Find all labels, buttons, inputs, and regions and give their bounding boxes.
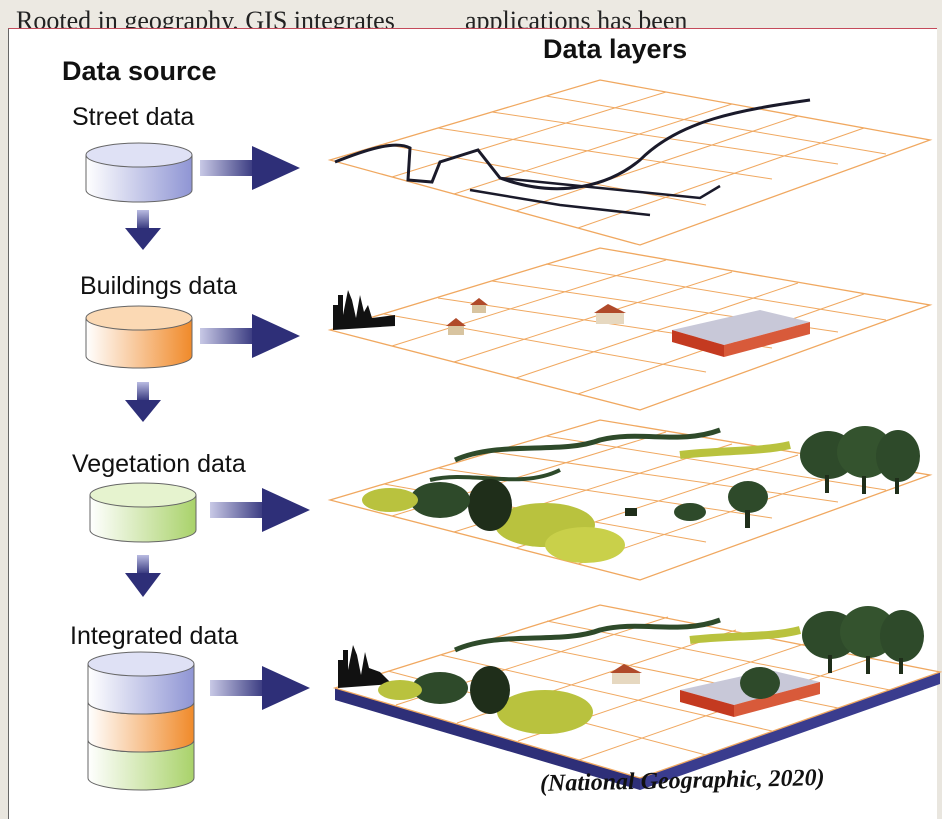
right-arrow-icon [210,488,310,532]
down-arrow-icon [125,555,161,597]
data-source-heading: Data source [62,56,217,86]
buildings-data-cylinder [85,305,193,369]
right-arrow-icon [200,314,300,358]
tree-cluster-icon [802,606,924,674]
source-label-buildings: Buildings data [80,272,238,300]
tree-icon [740,667,780,699]
integrated-layer [332,604,942,790]
street-data-cylinder [85,142,193,203]
source-label-street: Street data [72,103,195,131]
source-label-vegetation: Vegetation data [72,450,246,478]
warehouse-icon [672,310,810,357]
street-layer [327,79,933,246]
house-icon [594,304,626,324]
right-arrow-icon [210,666,310,710]
house-icon [610,664,642,684]
data-layers-heading: Data layers [543,34,688,64]
buildings-layer [327,247,933,411]
tree-cluster-icon [800,426,920,494]
down-arrow-icon [125,210,161,250]
vegetation-data-cylinder [89,482,197,543]
right-arrow-icon [200,146,300,190]
tree-icon [728,481,768,528]
integrated-data-cylinder [87,651,195,791]
house-icon [446,318,466,335]
source-label-integrated: Integrated data [70,622,239,650]
vegetation-layer [327,419,933,581]
house-icon [470,298,488,313]
down-arrow-icon [125,382,161,422]
